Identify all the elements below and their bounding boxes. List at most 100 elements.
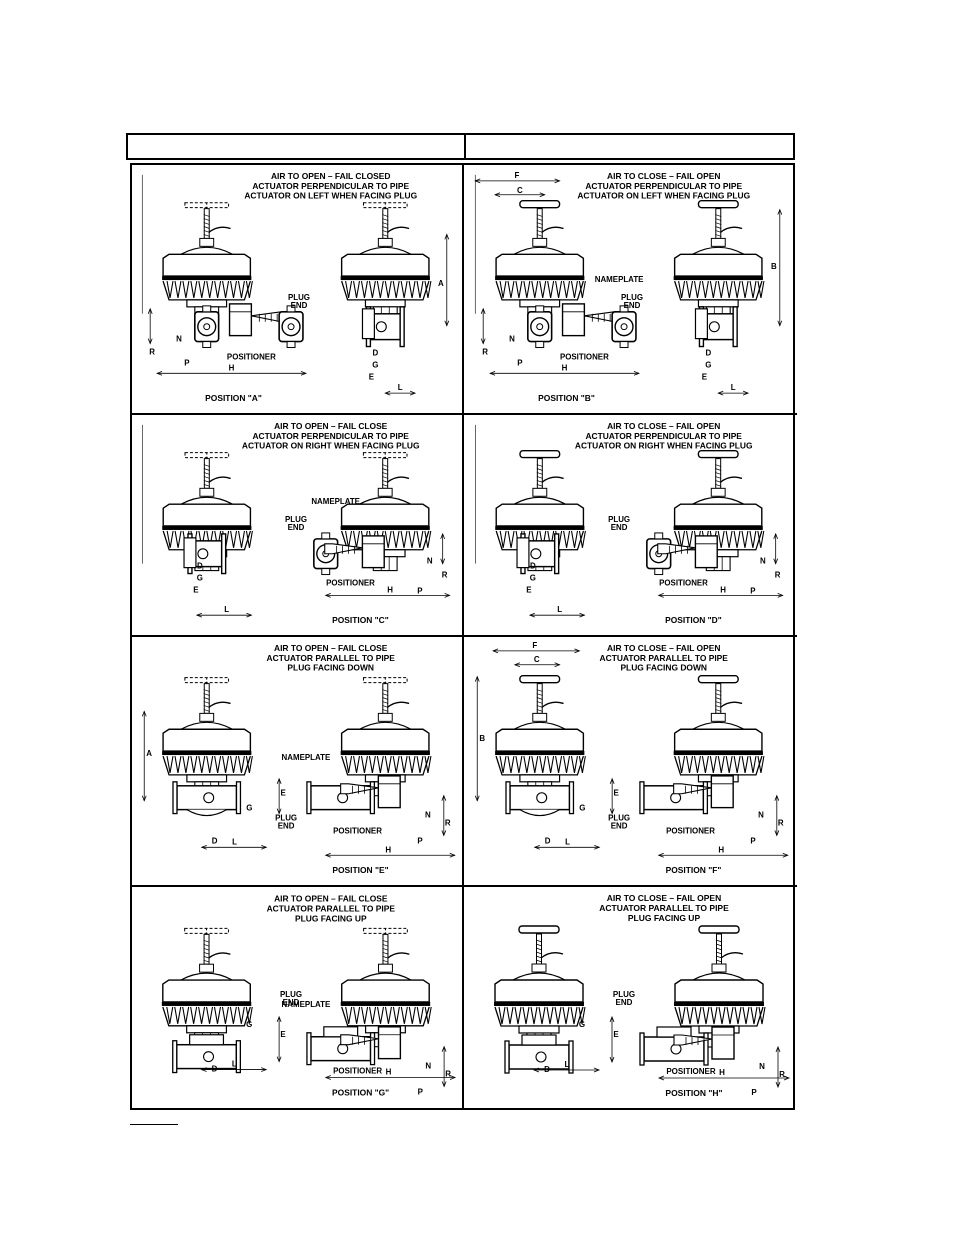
dim-label-r: R	[442, 571, 448, 580]
dim-label-l: L	[232, 1060, 237, 1069]
dim-label-l: L	[565, 837, 570, 846]
plug-end-label: END	[283, 998, 300, 1007]
actuator-housing	[162, 728, 252, 752]
panel-title-line: AIR TO OPEN – FAIL CLOSE	[274, 643, 388, 653]
positioner-box	[377, 775, 401, 809]
positioner-box	[228, 303, 253, 337]
handwheel	[698, 925, 740, 934]
dim-label-g: G	[246, 1020, 252, 1029]
actuator-housing	[494, 979, 584, 1003]
panel-title-line: ACTUATOR PERPENDICULAR TO PIPE	[585, 431, 742, 441]
dim-label-r: R	[445, 1070, 451, 1079]
dim-label-d: D	[706, 348, 712, 357]
actuator-housing	[495, 503, 585, 527]
dim-label-h: H	[718, 845, 724, 854]
dim-label-n: N	[758, 811, 764, 820]
linkage-arm	[673, 783, 712, 795]
dim-label-l: L	[731, 383, 736, 392]
panel-title-line: PLUG FACING DOWN	[287, 663, 374, 673]
panel-title-line: AIR TO CLOSE – FAIL OPEN	[607, 421, 720, 431]
panel-title-line: AIR TO OPEN – FAIL CLOSE	[274, 894, 388, 904]
linkage-arm	[340, 783, 379, 795]
panel-title-line: ACTUATOR PERPENDICULAR TO PIPE	[252, 431, 409, 441]
dim-label-c: C	[534, 655, 540, 664]
handwheel	[518, 925, 560, 934]
position-label: POSITION "F"	[666, 865, 722, 875]
plug-end-label: PLUG	[280, 990, 302, 999]
plug-end-label: END	[616, 998, 633, 1007]
dim-label-d: D	[197, 562, 203, 571]
dim-label-g: G	[579, 1020, 585, 1029]
dim-label-p: P	[417, 836, 423, 845]
dim-label-n: N	[759, 1062, 765, 1071]
plug-end-label: PLUG	[608, 814, 630, 823]
dim-label-p: P	[750, 836, 756, 845]
linkage-arm	[324, 543, 363, 555]
dim-label-h: H	[229, 363, 235, 372]
dim-label-f: F	[514, 171, 519, 180]
plug-end-label: END	[611, 523, 628, 532]
dim-label-e: E	[369, 372, 374, 381]
dim-label-r: R	[445, 818, 451, 827]
dim-label-g: G	[530, 573, 536, 582]
dim-label-g: G	[197, 573, 203, 582]
dim-label-p: P	[418, 1087, 424, 1096]
nameplate-label: NAMEPLATE	[282, 1000, 331, 1009]
actuator-housing	[340, 503, 430, 527]
plug-end-label: END	[288, 523, 305, 532]
header-cell-left	[128, 135, 466, 158]
dim-label-d: D	[212, 1065, 218, 1074]
positions-grid: AIR TO OPEN – FAIL CLOSE D ACTUATOR PERPEN…	[130, 163, 797, 1110]
header-table	[126, 133, 795, 160]
dim-label-d: D	[373, 348, 379, 357]
panel-title-line: AIR TO CLOSE – FAIL OPEN	[607, 643, 720, 653]
positioner-label: POSITIONER	[560, 352, 609, 361]
dim-label-g: G	[246, 804, 252, 813]
plug-end-label: PLUG	[621, 293, 643, 302]
actuator-housing	[162, 503, 252, 527]
nameplate-label: NAMEPLATE	[595, 275, 644, 284]
position-label: POSITION "C"	[332, 615, 389, 625]
panel-title-line: ACTUATOR ON RIGHT WHEN FACING PLUG	[242, 441, 420, 451]
dim-label-l: L	[224, 605, 229, 614]
positioner-box	[361, 308, 375, 340]
panel-title-line: ACTUATOR PARALLEL TO PIPE	[599, 903, 729, 913]
dim-label-d: D	[544, 1065, 550, 1074]
positioner-box	[561, 303, 586, 337]
dim-label-h: H	[562, 363, 568, 372]
actuator-housing	[495, 728, 585, 752]
panel-title-line: AIR TO CLOSE – FAIL OPEN	[607, 171, 720, 181]
actuator-housing	[340, 728, 430, 752]
dim-label-c: C	[517, 186, 523, 195]
positioner-box	[183, 537, 197, 569]
dim-label-r: R	[779, 1070, 785, 1079]
handwheel	[697, 674, 739, 684]
position-label: POSITION "G"	[332, 1087, 389, 1097]
dim-label-e: E	[280, 789, 285, 798]
positioner-label: POSITIONER	[326, 578, 375, 587]
position-label: POSITION "D"	[665, 615, 722, 625]
positioner-box	[694, 535, 718, 569]
dim-label-e: E	[613, 789, 618, 798]
dim-label-p: P	[750, 586, 755, 595]
panel-title-line: ACTUATOR PERPENDICULAR TO PIPE	[252, 181, 409, 191]
positioner-box	[516, 537, 530, 569]
linkage-arm	[340, 1034, 379, 1046]
dim-label-p: P	[751, 1088, 757, 1097]
dim-label-e: E	[613, 1030, 619, 1039]
actuator-housing	[673, 253, 763, 277]
position-label: POSITION "H"	[665, 1088, 722, 1098]
positioner-label: POSITIONER	[333, 1067, 382, 1076]
dim-label-r: R	[149, 347, 155, 356]
panel-title-line: ACTUATOR PARALLEL TO PIPE	[267, 904, 396, 914]
